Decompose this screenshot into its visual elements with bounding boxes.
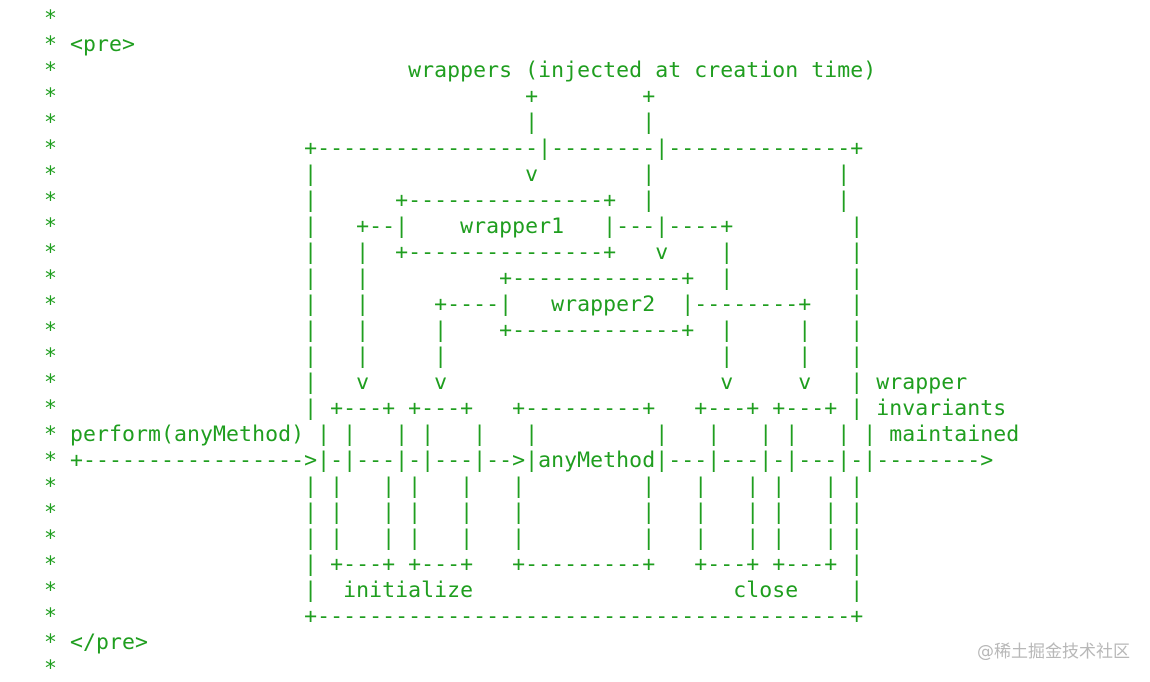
code-line: * | | +-------------+ | | <box>44 266 864 291</box>
code-line: * +----------------->|-|---|-|---|-->|an… <box>44 448 994 473</box>
code-line: * | +---+ +---+ +---------+ +---+ +---+ … <box>44 396 1007 421</box>
code-line: * | v v v v | wrapper <box>44 370 968 395</box>
code-line: * | | +----| wrapper2 |--------+ | <box>44 292 864 317</box>
code-line: * | +---------------+ | | <box>44 188 851 213</box>
code-line: * wrappers (injected at creation time) <box>44 58 877 83</box>
code-line: * <pre> <box>44 32 136 57</box>
code-line: * +-----------------|--------|----------… <box>44 136 864 161</box>
code-line: * <box>44 656 58 681</box>
code-line: * | | | +-------------+ | | | <box>44 318 864 343</box>
code-line: * perform(anyMethod) | | | | | | | | | |… <box>44 422 1020 447</box>
code-line: * | +---+ +---+ +---------+ +---+ +---+ … <box>44 552 864 577</box>
watermark-text: @稀土掘金技术社区 <box>977 642 1130 662</box>
code-line: * <box>44 6 58 31</box>
code-line: * | | | | | | <box>44 344 864 369</box>
code-line: * | | | | | | | | | | | | <box>44 474 864 499</box>
code-line: * | | | | | | | | | | | | <box>44 526 864 551</box>
code-line: * | initialize close | <box>44 578 864 603</box>
code-line: * | | | | | | | | | | | | <box>44 500 864 525</box>
code-line: * + + <box>44 84 656 109</box>
code-line: * +-------------------------------------… <box>44 604 864 629</box>
code-line: * | | +---------------+ v | | <box>44 240 864 265</box>
code-line: * </pre> <box>44 630 149 655</box>
code-line: * | v | | <box>44 162 851 187</box>
code-line: * | | <box>44 110 656 135</box>
ascii-diagram-code-block: ** <pre>* wrappers (injected at creation… <box>44 6 1019 682</box>
code-line: * | +--| wrapper1 |---|----+ | <box>44 214 864 239</box>
